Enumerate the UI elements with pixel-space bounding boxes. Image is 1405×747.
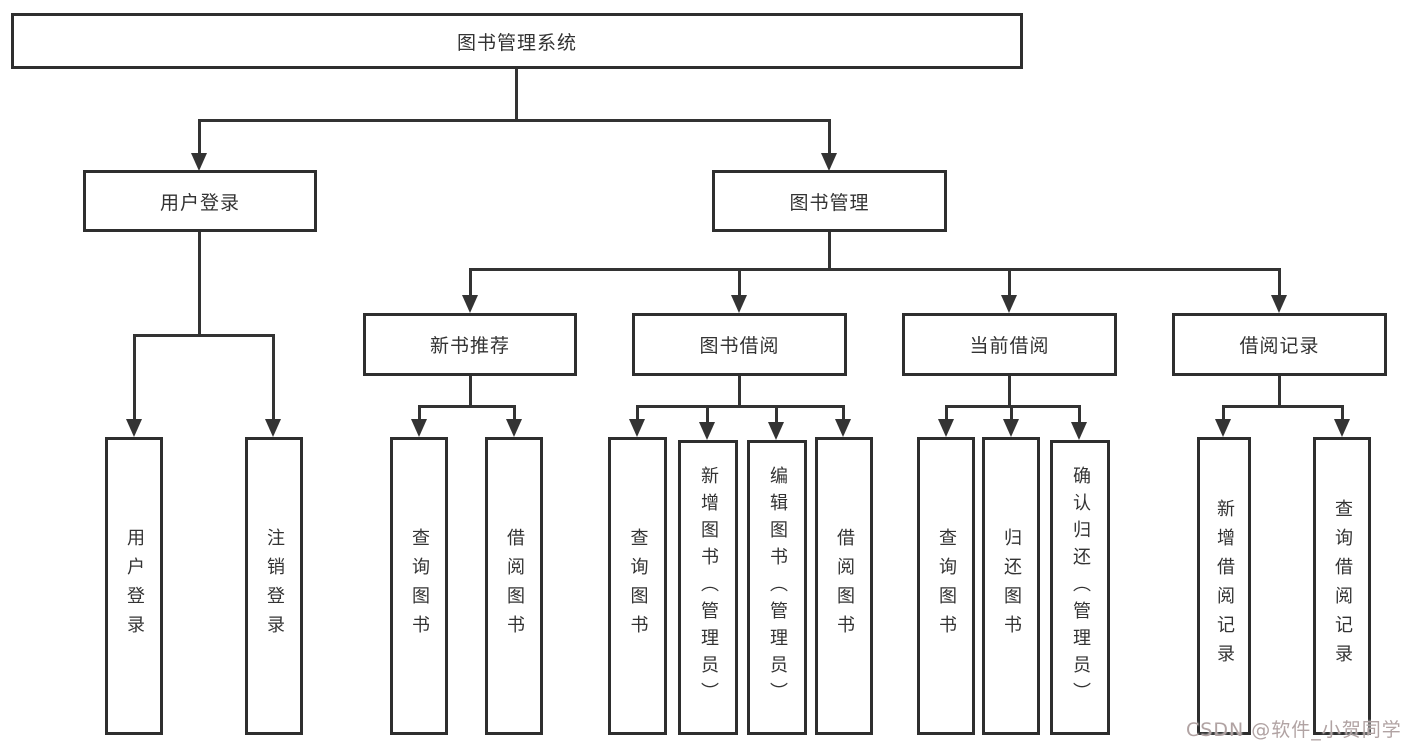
connector-current-stem (1008, 376, 1011, 407)
leaf-borrowing-query-books: 查询图书 (608, 437, 667, 735)
arrowhead-current (1001, 295, 1017, 313)
arrowhead (699, 422, 715, 440)
connector-shaft (842, 405, 845, 421)
connector-mgmt-stem (828, 232, 831, 271)
connector-shaft-book-mgmt (828, 119, 831, 155)
connector-login-bar (133, 334, 275, 337)
connector-records-bar (1222, 405, 1344, 408)
connector-shaft (1341, 405, 1344, 421)
connector-borrowing-bar (636, 405, 844, 408)
connector-shaft-leaf-login (133, 334, 136, 421)
connector-shaft (706, 405, 709, 424)
node-label: 用户登录 (159, 191, 240, 214)
connector-root-stem (515, 69, 518, 121)
node-borrow-records: 借阅记录 (1172, 313, 1387, 376)
leaf-return-books: 归还图书 (982, 437, 1040, 735)
node-label: 借阅记录 (1239, 335, 1320, 357)
arrowhead (629, 419, 645, 437)
connector-shaft (636, 405, 639, 421)
node-label: 图书管理系统 (456, 31, 577, 54)
node-label: 编辑图书（管理员） (767, 466, 788, 709)
connector-shaft (1222, 405, 1225, 421)
node-user-login-branch: 用户登录 (83, 170, 317, 232)
connector-shaft-borrowing (738, 268, 741, 297)
arrowhead-recommend (462, 295, 478, 313)
connector-shaft (1010, 405, 1013, 421)
connector-login-stem (198, 232, 201, 336)
node-label: 确认归还（管理员） (1070, 466, 1091, 709)
arrowhead-borrowing (731, 295, 747, 313)
leaf-current-query-books: 查询图书 (917, 437, 975, 735)
connector-shaft-current (1008, 268, 1011, 297)
leaf-add-books-admin: 新增图书（管理员） (678, 440, 738, 735)
arrowhead-leaf-logout (265, 419, 281, 437)
leaf-borrowing-borrow-books: 借阅图书 (815, 437, 873, 735)
leaf-add-borrow-record: 新增借阅记录 (1197, 437, 1251, 735)
node-label: 新增借阅记录 (1214, 499, 1235, 673)
arrowhead (835, 419, 851, 437)
connector-level3-bar (469, 268, 1281, 271)
connector-shaft (945, 405, 948, 421)
node-book-borrowing: 图书借阅 (632, 313, 847, 376)
arrowhead (1334, 419, 1350, 437)
connector-current-bar (945, 405, 1081, 408)
connector-shaft-user-login (198, 119, 201, 155)
arrowhead (938, 419, 954, 437)
connector-recommend-stem (469, 376, 472, 407)
connector-shaft-records (1278, 268, 1281, 297)
connector-shaft (513, 405, 516, 421)
connector-shaft-recommend (469, 268, 472, 297)
node-new-book-recommend: 新书推荐 (363, 313, 577, 376)
node-label: 查询图书 (409, 528, 430, 644)
leaf-query-borrow-record: 查询借阅记录 (1313, 437, 1371, 735)
node-label: 借阅图书 (504, 528, 525, 644)
leaf-user-login: 用户登录 (105, 437, 163, 735)
leaf-recommend-query-books: 查询图书 (390, 437, 448, 735)
arrowhead-leaf-login (126, 419, 142, 437)
connector-records-stem (1278, 376, 1281, 407)
node-label: 新增图书（管理员） (698, 466, 719, 709)
connector-shaft (418, 405, 421, 421)
node-label: 当前借阅 (969, 335, 1050, 357)
arrowhead-book-mgmt (821, 153, 837, 171)
leaf-logout: 注销登录 (245, 437, 303, 735)
arrowhead (1215, 419, 1231, 437)
node-current-borrowing: 当前借阅 (902, 313, 1117, 376)
arrowhead (411, 419, 427, 437)
node-root: 图书管理系统 (11, 13, 1023, 69)
arrowhead (506, 419, 522, 437)
connector-shaft (1078, 405, 1081, 424)
node-label: 图书管理 (789, 191, 870, 214)
arrowhead-records (1271, 295, 1287, 313)
node-label: 注销登录 (264, 528, 285, 644)
node-label: 查询借阅记录 (1332, 499, 1353, 673)
node-label: 查询图书 (627, 528, 649, 644)
csdn-watermark: CSDN @软件_小贺同学 (1186, 719, 1402, 741)
connector-recommend-bar (418, 405, 516, 408)
node-label: 用户登录 (124, 528, 145, 644)
arrowhead-user-login (191, 153, 207, 171)
connector-level2-bar (198, 119, 831, 122)
connector-shaft (775, 405, 778, 424)
arrowhead (1003, 419, 1019, 437)
leaf-edit-books-admin: 编辑图书（管理员） (747, 440, 807, 735)
node-book-management: 图书管理 (712, 170, 947, 232)
node-label: 查询图书 (936, 528, 957, 644)
leaf-confirm-return-admin: 确认归还（管理员） (1050, 440, 1110, 735)
connector-shaft-leaf-logout (272, 334, 275, 421)
node-label: 图书借阅 (699, 335, 780, 357)
node-label: 归还图书 (1001, 528, 1022, 644)
arrowhead (1071, 422, 1087, 440)
leaf-recommend-borrow-books: 借阅图书 (485, 437, 543, 735)
arrowhead (768, 422, 784, 440)
connector-borrowing-stem (738, 376, 741, 407)
node-label: 新书推荐 (429, 335, 510, 357)
node-label: 借阅图书 (834, 528, 855, 644)
